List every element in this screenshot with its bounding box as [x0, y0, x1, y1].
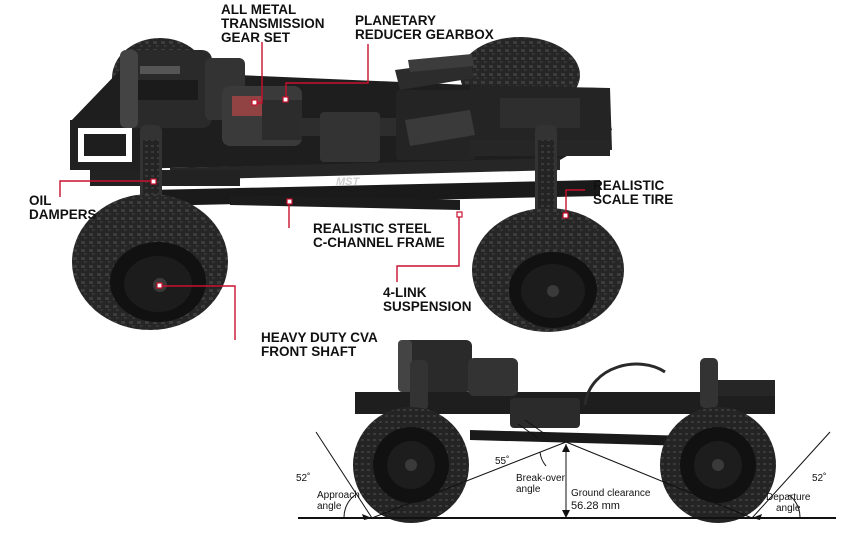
approach-angle-label: Approach angle	[317, 490, 360, 512]
dampers-leader	[59, 180, 153, 197]
ground-clearance-label: Ground clearance	[571, 488, 651, 499]
breakover-line-right	[565, 441, 753, 519]
approach-line	[315, 431, 373, 519]
suspension-leader	[396, 215, 460, 282]
departure-arc	[788, 494, 801, 519]
callout-planetary-line-1: PLANETARY	[355, 13, 436, 28]
side-chassis-view	[353, 340, 776, 523]
front-shaft-leader	[160, 285, 236, 340]
callout-transmission-line-3: GEAR SET	[221, 30, 291, 45]
callout-dampers-line-2: DAMPERS	[29, 207, 97, 222]
geometry-arrows	[362, 444, 762, 520]
approach-angle-label-line-2: angle	[317, 501, 342, 512]
callout-dampers-line-1: OIL	[29, 193, 52, 208]
callout-planetary-line-2: REDUCER GEARBOX	[355, 27, 494, 42]
rear-left-tire	[472, 208, 624, 332]
callout-tire-line-2: SCALE TIRE	[593, 192, 674, 207]
callout-suspension: 4-LINK SUSPENSION	[383, 286, 472, 314]
callout-suspension-line-2: SUSPENSION	[383, 299, 472, 314]
callout-tire: REALISTIC SCALE TIRE	[593, 179, 673, 207]
approach-arc	[343, 494, 356, 519]
callout-frame: REALISTIC STEEL C-CHANNEL FRAME	[313, 222, 445, 250]
oil-dampers	[140, 125, 557, 215]
departure-angle-label: Departure angle	[766, 492, 810, 514]
breakover-angle-label-line-1: Break-over	[516, 473, 565, 484]
callout-suspension-line-1: 4-LINK	[383, 285, 427, 300]
departure-angle-value: 52˚	[812, 473, 827, 484]
side-wire	[583, 362, 666, 406]
callout-lines	[59, 42, 585, 340]
callout-transmission-line-1: ALL METAL	[221, 2, 297, 17]
breakover-angle-value: 55˚	[495, 456, 510, 467]
breakover-angle-label: Break-over angle	[516, 473, 565, 495]
callout-transmission: ALL METAL TRANSMISSION GEAR SET	[221, 3, 325, 45]
ground-clearance-value: 56.28 mm	[571, 500, 620, 512]
callout-frame-line-1: REALISTIC STEEL	[313, 221, 432, 236]
transmission-leader	[256, 42, 263, 104]
callout-dampers: OIL DAMPERS	[29, 194, 97, 222]
center-skid	[320, 112, 380, 162]
departure-angle-label-line-2: angle	[776, 503, 801, 514]
tire-leader	[565, 189, 585, 215]
callout-front-shaft-line-1: HEAVY DUTY CVA	[261, 330, 378, 345]
approach-angle-label-line-1: Approach	[317, 490, 360, 501]
front-axle	[90, 170, 240, 186]
callout-planetary: PLANETARY REDUCER GEARBOX	[355, 14, 494, 42]
side-front-tire	[353, 407, 469, 523]
side-rear-tire	[660, 407, 776, 523]
breakover-line-left	[371, 441, 567, 519]
callout-markers	[150, 96, 569, 289]
breakover-arc	[539, 451, 547, 467]
planetary-leader	[285, 44, 369, 100]
mst-logo: MST	[336, 176, 360, 188]
battery-straps	[395, 54, 476, 160]
side-lower-link	[470, 430, 690, 446]
top-chassis-view	[70, 37, 624, 332]
side-gearbox	[468, 358, 518, 396]
callout-frame-line-2: C-CHANNEL FRAME	[313, 235, 445, 250]
departure-line	[751, 431, 831, 519]
departure-angle-label-line-1: Departure	[766, 492, 811, 503]
breakover-angle-label-line-2: angle	[516, 484, 541, 495]
callout-front-shaft-line-2: FRONT SHAFT	[261, 344, 357, 359]
geometry-lines	[298, 419, 836, 519]
callout-front-shaft: HEAVY DUTY CVA FRONT SHAFT	[261, 331, 378, 359]
callout-tire-line-1: REALISTIC	[593, 178, 665, 193]
approach-angle-value: 52˚	[296, 473, 311, 484]
callout-transmission-line-2: TRANSMISSION	[221, 16, 325, 31]
